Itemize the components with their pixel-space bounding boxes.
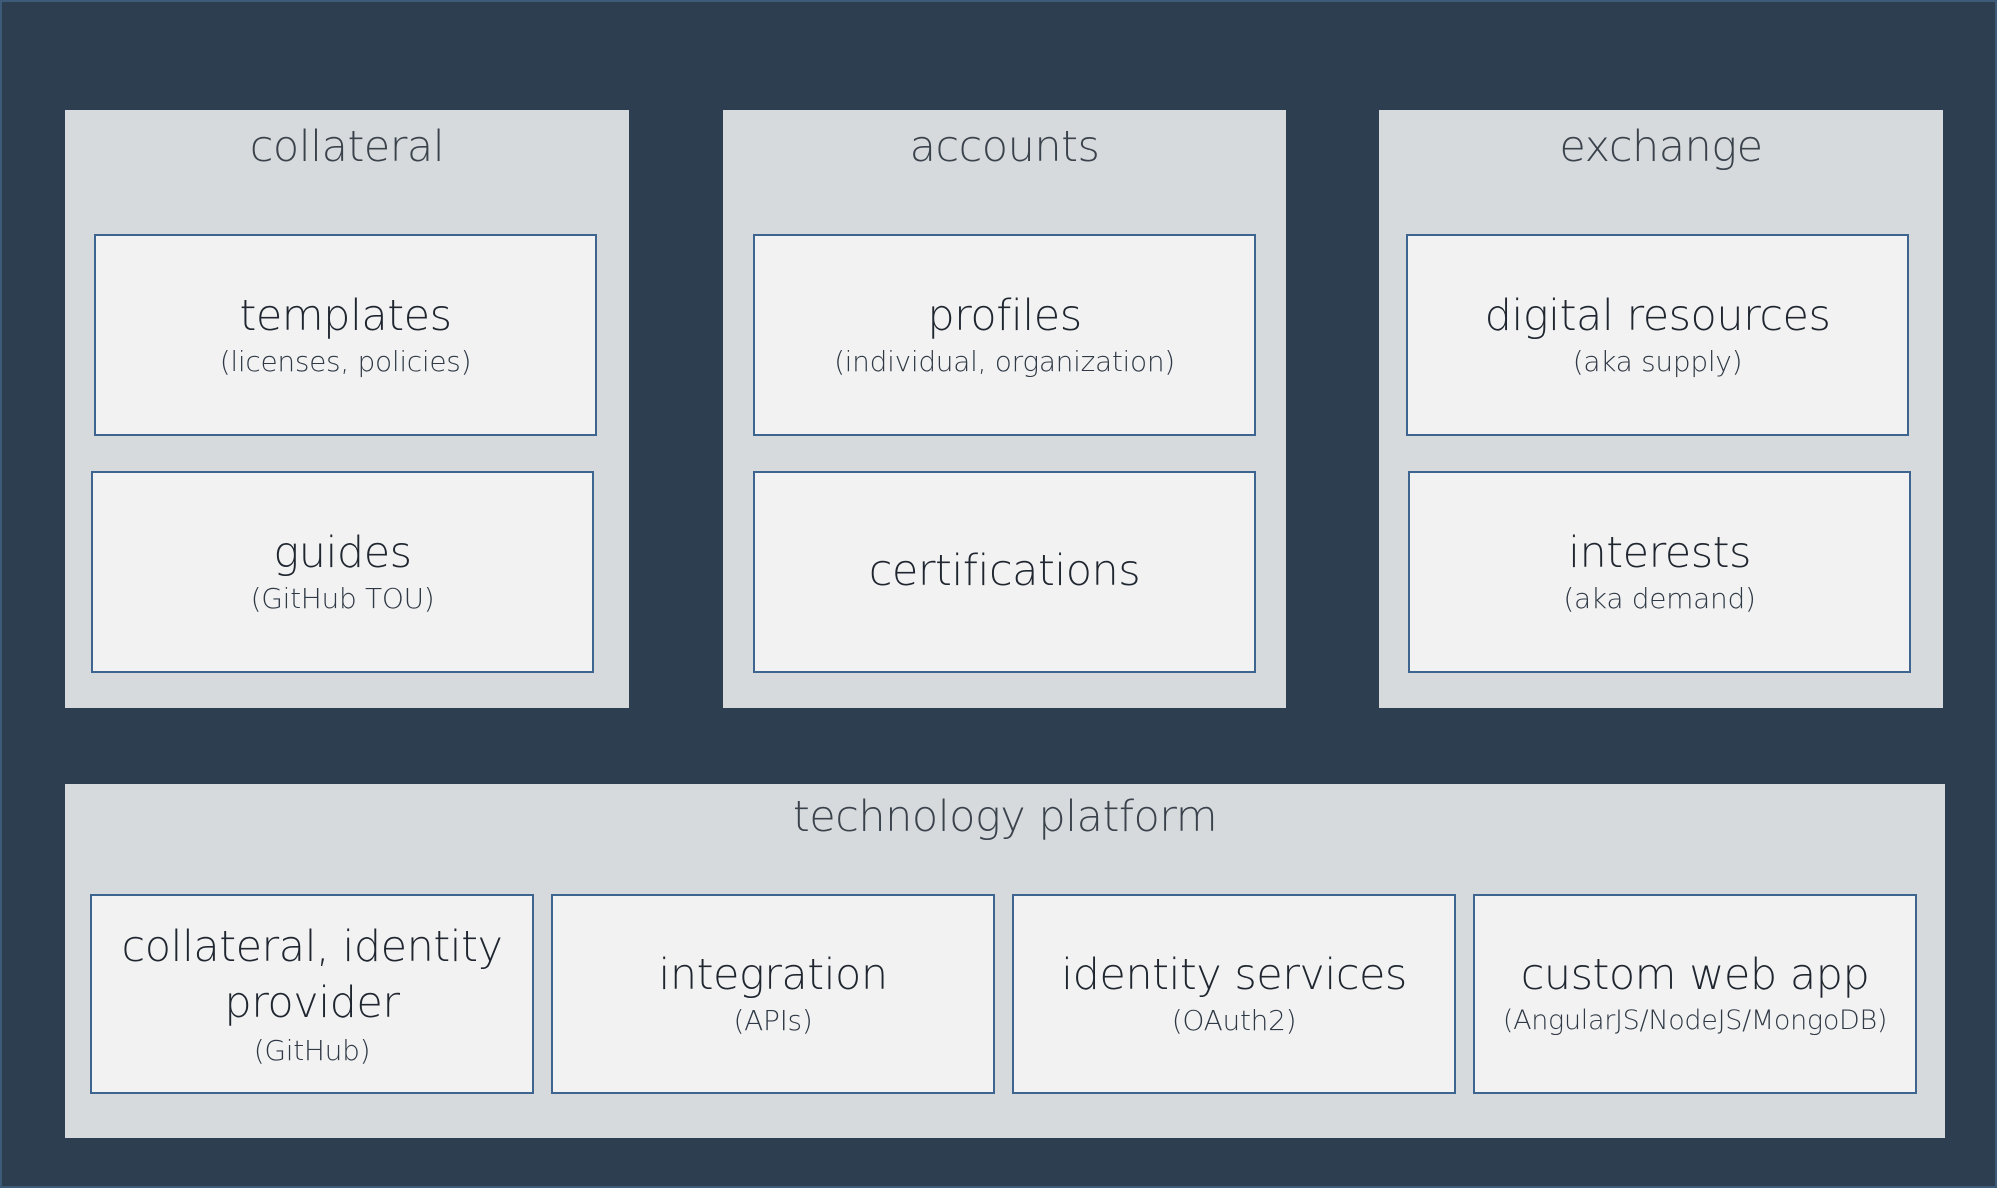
interests-title: interests (1568, 527, 1751, 578)
certifications-box: certifications (753, 471, 1256, 673)
technology-platform-panel: technology platform collateral, identity… (65, 784, 1945, 1138)
identity-services-title: identity services (1061, 949, 1407, 1000)
accounts-panel-title: accounts (909, 122, 1100, 172)
guides-subtitle: (GitHub TOU) (250, 582, 435, 616)
exchange-panel: exchange digital resources (aka supply) … (1379, 110, 1943, 708)
templates-box: templates (licenses, policies) (94, 234, 597, 436)
templates-subtitle: (licenses, policies) (219, 345, 472, 379)
custom-web-app-box: custom web app (AngularJS/NodeJS/MongoDB… (1473, 894, 1917, 1094)
collateral-panel: collateral templates (licenses, policies… (65, 110, 629, 708)
identity-provider-subtitle: (GitHub) (253, 1033, 371, 1067)
digital-resources-subtitle: (aka supply) (1572, 345, 1743, 379)
digital-resources-title: digital resources (1484, 290, 1831, 341)
identity-provider-title: collateral, identity provider (121, 922, 503, 1028)
identity-provider-box: collateral, identity provider (GitHub) (90, 894, 534, 1094)
certifications-title: certifications (868, 546, 1141, 597)
guides-box: guides (GitHub TOU) (91, 471, 594, 673)
custom-web-app-subtitle: (AngularJS/NodeJS/MongoDB) (1502, 1004, 1888, 1036)
technology-platform-title: technology platform (792, 792, 1218, 842)
profiles-box: profiles (individual, organization) (753, 234, 1256, 436)
digital-resources-box: digital resources (aka supply) (1406, 234, 1909, 436)
templates-title: templates (239, 290, 452, 341)
accounts-panel: accounts profiles (individual, organizat… (723, 110, 1286, 708)
integration-subtitle: (APIs) (733, 1004, 813, 1038)
integration-box: integration (APIs) (551, 894, 995, 1094)
identity-services-box: identity services (OAuth2) (1012, 894, 1456, 1094)
guides-title: guides (273, 527, 412, 578)
collateral-panel-title: collateral (249, 122, 445, 172)
profiles-title: profiles (927, 290, 1082, 341)
exchange-panel-title: exchange (1559, 122, 1763, 172)
profiles-subtitle: (individual, organization) (834, 345, 1175, 379)
integration-title: integration (658, 949, 888, 1000)
identity-services-subtitle: (OAuth2) (1171, 1004, 1297, 1038)
interests-subtitle: (aka demand) (1563, 582, 1756, 616)
interests-box: interests (aka demand) (1408, 471, 1911, 673)
custom-web-app-title: custom web app (1520, 950, 1870, 1001)
